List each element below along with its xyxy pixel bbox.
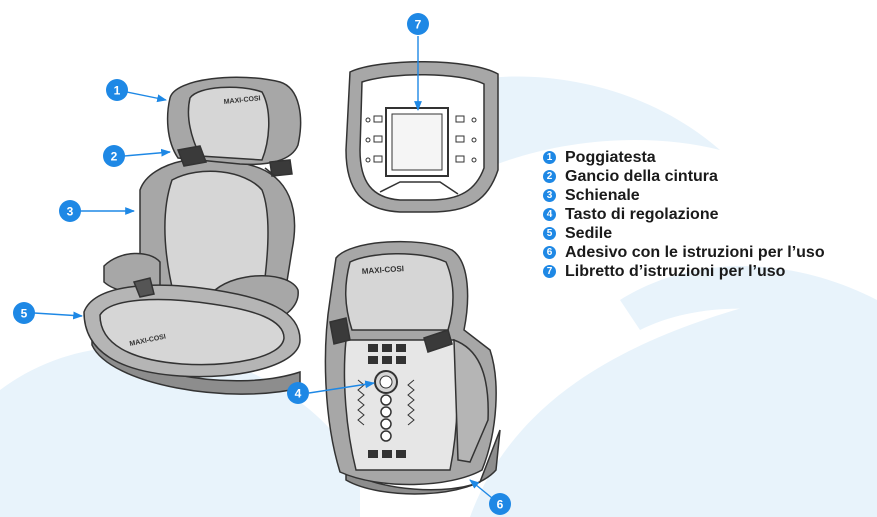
callout-badge-5: 5 — [13, 302, 35, 324]
legend-item-seat: 5 Sedile — [543, 224, 825, 243]
legend-item-headrest: 1 Poggiatesta — [543, 148, 825, 167]
legend-label: Libretto d’istruzioni per l’uso — [565, 262, 786, 280]
legend-item-booklet: 7 Libretto d’istruzioni per l’uso — [543, 262, 825, 281]
callout-badge-3: 3 — [59, 200, 81, 222]
callout-badge-2: 2 — [103, 145, 125, 167]
svg-text:1: 1 — [114, 84, 121, 98]
legend-number-badge: 2 — [543, 170, 556, 183]
legend-number-badge: 3 — [543, 189, 556, 202]
back-logo: MAXI-COSI — [362, 264, 405, 276]
callout-badge-6: 6 — [489, 493, 511, 515]
svg-text:2: 2 — [111, 150, 118, 164]
legend-item-belt-hook: 2 Gancio della cintura — [543, 167, 825, 186]
parts-legend: 1 Poggiatesta 2 Gancio della cintura 3 S… — [543, 148, 825, 281]
legend-number-badge: 6 — [543, 246, 556, 259]
legend-item-backrest: 3 Schienale — [543, 186, 825, 205]
headrest-logo: MAXI-COSI — [223, 95, 261, 106]
svg-text:4: 4 — [295, 387, 302, 401]
legend-label: Sedile — [565, 224, 613, 242]
legend-number-badge: 1 — [543, 151, 556, 164]
legend-number-badge: 7 — [543, 265, 556, 278]
svg-text:3: 3 — [67, 205, 74, 219]
legend-number-badge: 5 — [543, 227, 556, 240]
seat-back-view — [324, 240, 501, 495]
callout-badge-1: 1 — [106, 79, 128, 101]
headrest-back-view — [345, 61, 499, 213]
legend-item-adjustment-button: 4 Tasto di regolazione — [543, 205, 825, 224]
legend-label: Gancio della cintura — [565, 167, 718, 185]
legend-label: Schienale — [565, 186, 640, 204]
seat-front-view — [83, 76, 302, 395]
legend-item-sticker: 6 Adesivo con le istruzioni per l’uso — [543, 243, 825, 262]
legend-label: Tasto di regolazione — [565, 205, 719, 223]
callout-badge-4: 4 — [287, 382, 309, 404]
svg-text:6: 6 — [497, 498, 504, 512]
callout-leaders — [33, 36, 493, 499]
svg-text:5: 5 — [21, 307, 28, 321]
legend-number-badge: 4 — [543, 208, 556, 221]
svg-text:7: 7 — [415, 18, 422, 32]
callout-badge-7: 7 — [407, 13, 429, 35]
legend-label: Adesivo con le istruzioni per l’uso — [565, 243, 825, 261]
legend-label: Poggiatesta — [565, 148, 656, 166]
